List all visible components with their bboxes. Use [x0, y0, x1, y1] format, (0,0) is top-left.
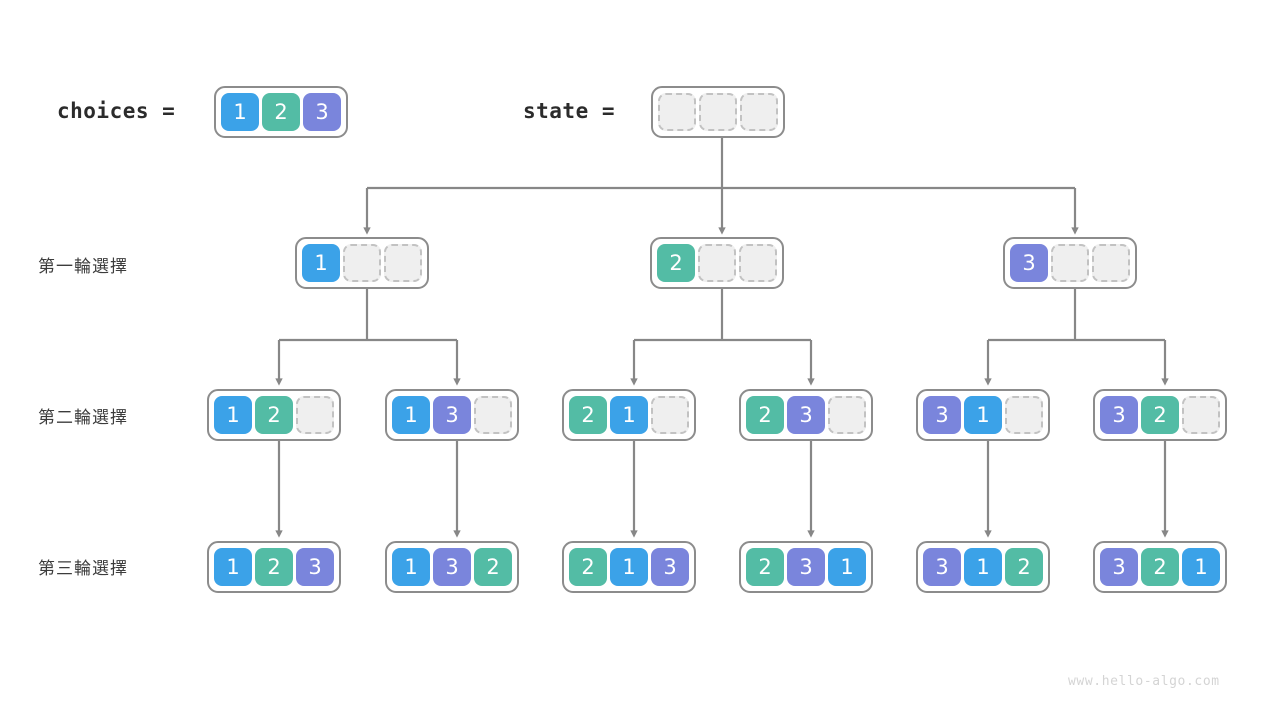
round2-node-6-cell-2: 2 [1141, 396, 1179, 434]
round3-node-4-cell-3: 1 [828, 548, 866, 586]
round2-node-2-empty-cell-3 [474, 396, 512, 434]
watermark: www.hello-algo.com [1068, 674, 1220, 689]
round2-node-1-cell-2: 2 [255, 396, 293, 434]
round3-node-3-cell-1: 2 [569, 548, 607, 586]
round3-node-2-cell-2: 3 [433, 548, 471, 586]
round3-node-2-cell-1: 1 [392, 548, 430, 586]
round3-node-6-cell-1: 3 [1100, 548, 1138, 586]
round1-node-1-cell-1: 1 [302, 244, 340, 282]
round2-node-3-empty-cell-3 [651, 396, 689, 434]
round3-node-2-cell-3: 2 [474, 548, 512, 586]
choices-cell-1: 1 [221, 93, 259, 131]
round3-node-6-cell-2: 2 [1141, 548, 1179, 586]
choices-cell-3: 3 [303, 93, 341, 131]
round1-node-3-empty-cell-2 [1051, 244, 1089, 282]
round3-node-5-cell-3: 2 [1005, 548, 1043, 586]
round2-node-2-cell-1: 1 [392, 396, 430, 434]
round2-node-3-cell-2: 1 [610, 396, 648, 434]
round2-node-3-cell-1: 2 [569, 396, 607, 434]
round2-node-4-cell-2: 3 [787, 396, 825, 434]
state-empty-cell-1 [658, 93, 696, 131]
round1-node-1-empty-cell-3 [384, 244, 422, 282]
round3-node-1-cell-1: 1 [214, 548, 252, 586]
round1-node-2-empty-cell-3 [739, 244, 777, 282]
round3-node-6-cell-3: 1 [1182, 548, 1220, 586]
round2-node-4-cell-1: 2 [746, 396, 784, 434]
round1-node-1: 1 [295, 237, 429, 289]
round1-node-3: 3 [1003, 237, 1137, 289]
round2-node-1-cell-1: 1 [214, 396, 252, 434]
round2-node-1-empty-cell-3 [296, 396, 334, 434]
round3-node-3-cell-2: 1 [610, 548, 648, 586]
round3-node-4-cell-2: 3 [787, 548, 825, 586]
round3-node-5-cell-1: 3 [923, 548, 961, 586]
round3-node-1-cell-2: 2 [255, 548, 293, 586]
round1-node-2: 2 [650, 237, 784, 289]
round2-node-6-empty-cell-3 [1182, 396, 1220, 434]
state-empty-cell-2 [699, 93, 737, 131]
row-label-round-2: 第二輪選擇 [38, 408, 128, 428]
state-label: state = [523, 99, 616, 123]
round1-node-3-empty-cell-3 [1092, 244, 1130, 282]
round1-node-2-cell-1: 2 [657, 244, 695, 282]
round2-node-6-cell-1: 3 [1100, 396, 1138, 434]
state-empty-cell-3 [740, 93, 778, 131]
round3-node-1-cell-3: 3 [296, 548, 334, 586]
choices-cell-2: 2 [262, 93, 300, 131]
round2-node-5-cell-1: 3 [923, 396, 961, 434]
round3-node-5-cell-2: 1 [964, 548, 1002, 586]
round2-node-5-empty-cell-3 [1005, 396, 1043, 434]
round3-node-4-cell-1: 2 [746, 548, 784, 586]
row-label-round-3: 第三輪選擇 [38, 559, 128, 579]
state-array [651, 86, 785, 138]
round2-node-2-cell-2: 3 [433, 396, 471, 434]
choices-label: choices = [57, 99, 176, 123]
round2-node-5-cell-2: 1 [964, 396, 1002, 434]
round1-node-1-empty-cell-2 [343, 244, 381, 282]
row-label-round-1: 第一輪選擇 [38, 257, 128, 277]
round2-node-4-empty-cell-3 [828, 396, 866, 434]
round1-node-2-empty-cell-2 [698, 244, 736, 282]
round1-node-3-cell-1: 3 [1010, 244, 1048, 282]
round3-node-3-cell-3: 3 [651, 548, 689, 586]
